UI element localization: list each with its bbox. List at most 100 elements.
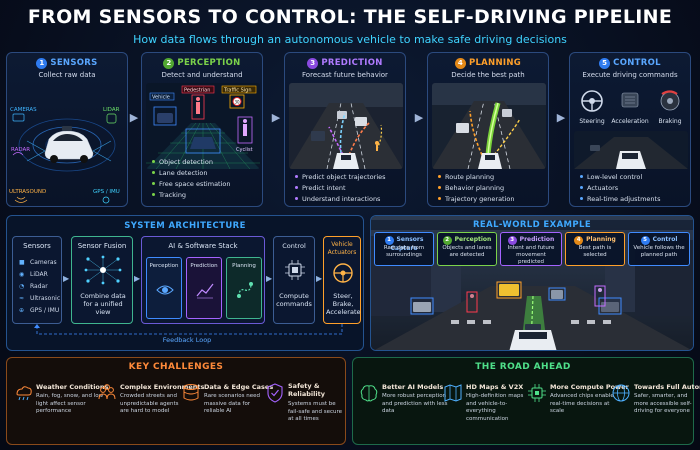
- lidar-icon: ◉: [19, 271, 25, 278]
- card-description: Vehicle follows the planned path: [633, 245, 685, 258]
- trend-chart-icon: [196, 283, 214, 299]
- challenge-title: Data & Edge Cases: [204, 383, 274, 391]
- route-icon: [237, 282, 253, 298]
- challenge-item: Weather Conditions Rain, fog, snow, and …: [12, 380, 108, 442]
- challenge-title: Complex Environments: [120, 383, 205, 391]
- sensor-fusion-box: Sensor Fusion Combine data for a unified…: [71, 236, 133, 324]
- svg-text:30: 30: [235, 100, 241, 105]
- processor-chip-icon: [285, 260, 305, 280]
- stage-bullet: Tracking: [159, 191, 187, 199]
- stage-bullet: Predict object trajectories: [302, 173, 386, 181]
- stage-bullet: Free space estimation: [159, 180, 231, 188]
- sensor-car-illustration: CAMERAS LIDAR RADAR ULTRASOUND GPS / IMU: [9, 107, 120, 204]
- stack-item-planning: Planning: [226, 257, 262, 319]
- control-label: Braking: [658, 118, 681, 125]
- box-title: Sensors: [23, 242, 51, 250]
- card-description: Intent and future movement predicted: [507, 245, 555, 265]
- stage-number: 3: [307, 58, 319, 69]
- road-ahead-description: More robust perception and prediction wi…: [382, 393, 448, 414]
- planning-scene-image: [432, 83, 546, 169]
- challenge-title: Safety & Reliability: [288, 382, 325, 398]
- stage-subtitle: Execute driving commands: [582, 71, 678, 79]
- flow-arrow-icon: ▶: [266, 274, 273, 283]
- stage-bullet: Route planning: [445, 173, 495, 181]
- panel-title: REAL-WORLD EXAMPLE: [371, 220, 693, 230]
- challenge-description: Crowded streets and unpredictable agents…: [120, 393, 179, 414]
- vehicle-actuators-box: Vehicle Actuators Steer, Brake, Accelera…: [323, 236, 361, 324]
- stage-subtitle: Decide the best path: [451, 71, 525, 79]
- stage-number: 4: [454, 58, 466, 69]
- stage-title: PERCEPTION: [177, 58, 241, 68]
- shield-icon: [267, 383, 283, 403]
- page-subtitle: How data flows through an autonomous veh…: [133, 33, 567, 46]
- box-title: Vehicle Actuators: [327, 241, 357, 256]
- stage-subtitle: Collect raw data: [38, 71, 96, 79]
- svg-text:Cyclist: Cyclist: [236, 147, 253, 153]
- ai-software-stack-box: AI & Software Stack Perception Predictio…: [141, 236, 265, 324]
- globe-icon: [612, 384, 630, 402]
- database-icon: [183, 384, 199, 401]
- control-label: Acceleration: [611, 118, 648, 125]
- card-description: Objects and lanes are detected: [442, 245, 492, 258]
- stage-bullet: Object detection: [159, 158, 213, 166]
- stage-bullet: Low-level control: [587, 173, 643, 181]
- feedback-loop-label: Feedback Loop: [162, 336, 212, 344]
- challenge-title: Weather Conditions: [36, 383, 109, 391]
- card-description: Best path is selected: [578, 245, 612, 258]
- flow-arrow-icon: ▶: [63, 274, 70, 283]
- stage-title: PREDICTION: [321, 58, 383, 68]
- challenge-description: Rare scenarios need massive data for rel…: [204, 393, 260, 414]
- challenge-item: Data & Edge Cases Rare scenarios need ma…: [180, 380, 273, 442]
- perception-scene-image: Vehicle Pedestrian Traffic Sign 30 Cycli…: [146, 83, 260, 169]
- crowd-icon: [98, 384, 116, 400]
- road-ahead-item: More Compute Power Advanced chips enable…: [526, 380, 629, 442]
- stage-bullet: Lane detection: [159, 169, 208, 177]
- stage-subtitle: Forecast future behavior: [302, 71, 388, 79]
- brake-disc-icon: [660, 90, 680, 111]
- sensor-label: CAMERAS: [10, 107, 37, 113]
- panel-title: KEY CHALLENGES: [128, 362, 224, 372]
- radar-icon: ◔: [19, 283, 25, 290]
- steering-wheel-icon: [333, 263, 353, 283]
- stage-number: 5: [599, 58, 611, 69]
- stage-bullet: Predict intent: [302, 184, 346, 192]
- prediction-scene-image: [289, 83, 403, 169]
- flow-arrow-icon: ▶: [134, 274, 141, 283]
- stage-subtitle: Detect and understand: [161, 71, 243, 79]
- page-title: FROM SENSORS TO CONTROL: THE SELF-DRIVIN…: [27, 6, 673, 28]
- box-description: Steer, Brake, Accelerate: [326, 292, 361, 316]
- card-description: Raw data from surroundings: [383, 245, 425, 258]
- box-title: Sensor Fusion: [77, 242, 127, 250]
- ultrasonic-icon: ≈: [19, 295, 25, 302]
- svg-text:Vehicle: Vehicle: [152, 95, 170, 101]
- stack-item-perception: Perception: [146, 257, 182, 319]
- road-ahead-item: Better AI Models More robust perception …: [358, 380, 448, 442]
- road-ahead-title: More Compute Power: [550, 383, 629, 391]
- box-description: Combine data for a unified view: [80, 292, 126, 316]
- flow-arrow-icon: ▶: [271, 111, 281, 124]
- road-ahead-description: High-definition maps and vehicle-to-ever…: [466, 393, 524, 422]
- stage-number: 2: [163, 58, 175, 69]
- stack-item-prediction: Prediction: [186, 257, 222, 319]
- map-icon: [444, 384, 462, 402]
- road-ahead-item: HD Maps & V2X High-definition maps and v…: [442, 380, 524, 442]
- sensors-box: Sensors ■Cameras ◉LiDAR ◔Radar ≈Ultrason…: [12, 236, 62, 324]
- challenge-item: Complex Environments Crowded streets and…: [96, 380, 204, 442]
- stage-title: CONTROL: [613, 58, 661, 68]
- eye-icon: [156, 285, 174, 295]
- feedback-loop-arrow: [34, 324, 343, 335]
- stage-bullet: Trajectory generation: [445, 195, 515, 203]
- box-title: AI & Software Stack: [168, 242, 238, 250]
- stage-title: PLANNING: [468, 58, 522, 68]
- box-title: Control: [282, 242, 306, 250]
- chip-icon: [528, 384, 546, 402]
- flow-arrow-icon: ▶: [556, 111, 566, 124]
- stage-bullet: Behavior planning: [445, 184, 505, 192]
- road-ahead-title: Better AI Models: [382, 383, 444, 391]
- road-ahead-title: Towards Full Autonomy: [634, 383, 700, 391]
- box-description: Compute commands: [276, 292, 312, 308]
